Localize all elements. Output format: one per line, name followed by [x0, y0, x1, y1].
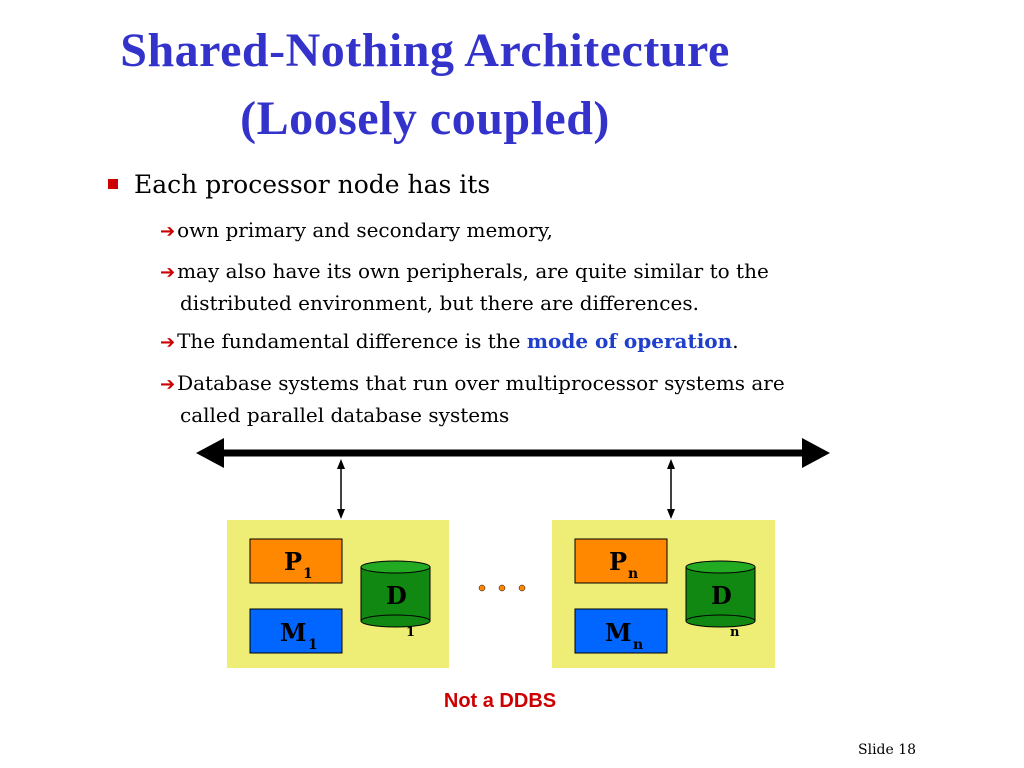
processor-label: P	[609, 547, 627, 576]
sub-bullet-text: Database systems that run over multiproc…	[177, 371, 785, 395]
arrow-up-icon	[337, 459, 345, 469]
slide-number: Slide 18	[858, 742, 917, 758]
arrow-right-icon: ➔	[160, 262, 176, 283]
diagram-caption: Not a DDBS	[443, 690, 557, 712]
arrow-down-icon	[337, 509, 345, 519]
arrow-up-icon	[667, 459, 675, 469]
interconnect-bus	[196, 438, 830, 468]
node-n: P n M n D n	[552, 520, 775, 668]
disk-label: D	[386, 581, 407, 610]
memory-subscript: 1	[308, 637, 318, 653]
memory-label: M	[280, 618, 307, 647]
arrow-right-icon: ➔	[160, 332, 176, 353]
sub-bullet-4: ➔Database systems that run over multipro…	[160, 368, 785, 430]
memory-label: M	[605, 618, 632, 647]
bus-arrow-right-icon	[802, 438, 830, 468]
connector-1	[337, 459, 345, 519]
sub-bullet-continuation: distributed environment, but there are d…	[180, 291, 699, 315]
arrow-right-icon: ➔	[160, 221, 176, 242]
disk-label: D	[711, 581, 732, 610]
processor-box	[574, 538, 668, 584]
disk-subscript: n	[730, 625, 740, 640]
disk-icon	[685, 560, 756, 628]
memory-box	[249, 608, 343, 654]
sub-bullet-3: ➔The fundamental difference is the mode …	[160, 326, 739, 358]
arrow-right-icon: ➔	[160, 374, 176, 395]
processor-label: P	[284, 547, 302, 576]
highlighted-term: mode of operation	[526, 329, 733, 353]
sub-bullet-continuation: called parallel database systems	[180, 403, 510, 427]
disk-icon	[360, 560, 431, 628]
sub-bullet-2: ➔may also have its own peripherals, are …	[160, 256, 769, 318]
sub-bullet-text: The fundamental difference is the	[177, 329, 527, 353]
ellipsis-dots	[478, 584, 526, 592]
slide-subtitle: (Loosely coupled)	[240, 92, 610, 145]
connector-2	[667, 459, 675, 519]
sub-bullet-suffix: .	[732, 329, 739, 353]
sub-bullet-1: ➔own primary and secondary memory,	[160, 215, 553, 247]
processor-subscript: 1	[303, 566, 313, 582]
disk-subscript: 1	[406, 625, 415, 640]
main-bullet: Each processor node has its	[108, 170, 490, 200]
sub-bullet-text: own primary and secondary memory,	[177, 218, 553, 242]
slide-title: Shared-Nothing Architecture	[120, 24, 730, 77]
memory-box	[574, 608, 668, 654]
main-bullet-text: Each processor node has its	[134, 170, 491, 199]
memory-subscript: n	[633, 637, 643, 653]
sub-bullet-text: may also have its own peripherals, are q…	[177, 259, 769, 283]
bus-arrow-left-icon	[196, 438, 224, 468]
node-1: P 1 M 1 D 1	[227, 520, 449, 668]
arrow-down-icon	[667, 509, 675, 519]
processor-subscript: n	[628, 566, 638, 582]
square-bullet-icon	[108, 179, 118, 189]
processor-box	[249, 538, 343, 584]
